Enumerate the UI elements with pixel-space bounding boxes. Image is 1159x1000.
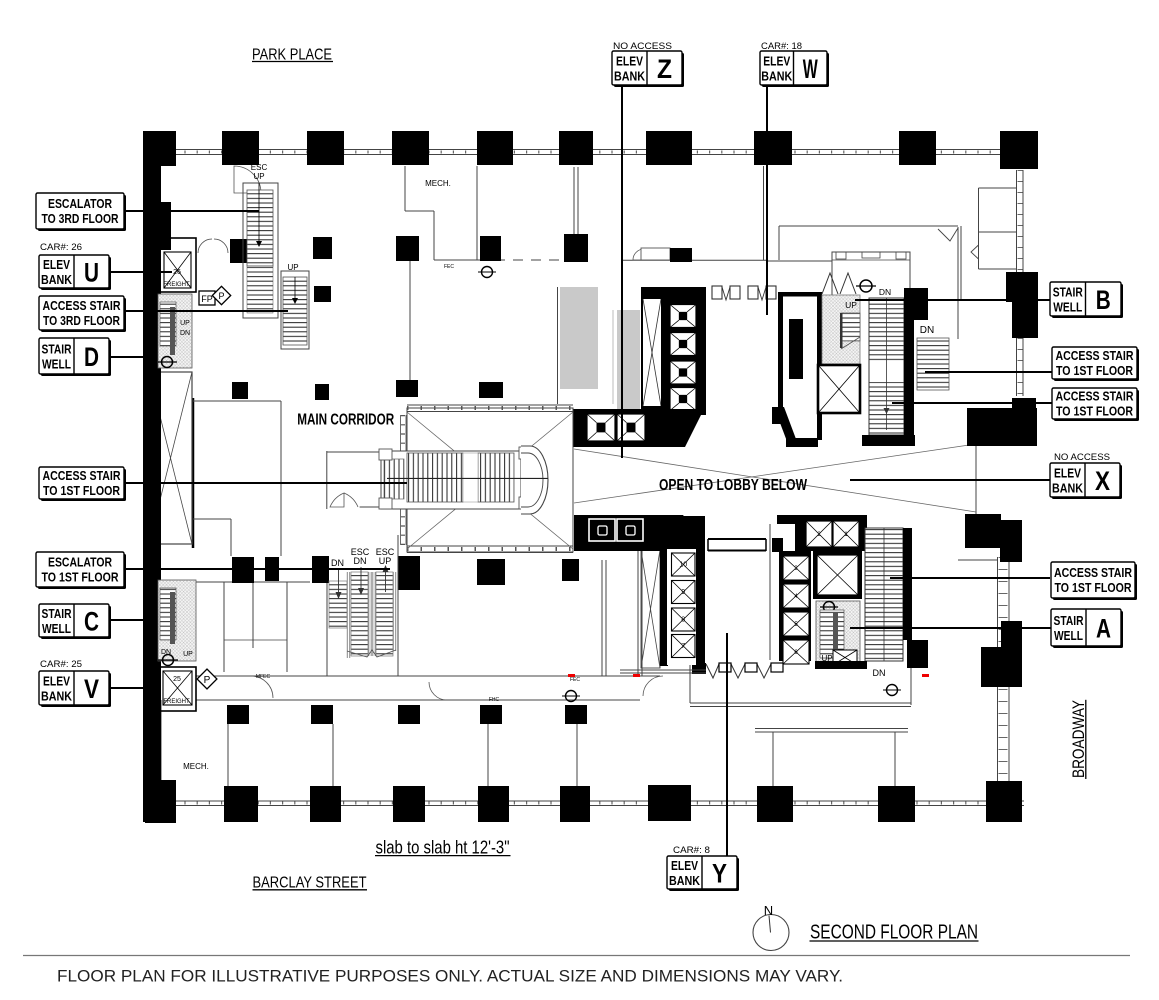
svg-text:P: P	[218, 291, 224, 301]
svg-text:CAR#: 26: CAR#: 26	[40, 242, 82, 253]
svg-text:8: 8	[681, 617, 685, 624]
svg-text:TO 3RD FLOOR: TO 3RD FLOOR	[42, 211, 119, 226]
svg-text:D: D	[84, 342, 99, 372]
svg-text:ACCESS STAIR: ACCESS STAIR	[1056, 389, 1134, 404]
svg-text:WELL: WELL	[1054, 628, 1083, 643]
svg-text:Z: Z	[657, 54, 672, 84]
svg-text:UP: UP	[287, 263, 298, 272]
svg-text:A: A	[1096, 614, 1111, 644]
svg-text:6: 6	[794, 650, 798, 656]
svg-text:26: 26	[173, 269, 181, 276]
svg-text:slab to slab ht 12'-3": slab to slab ht 12'-3"	[376, 838, 510, 858]
svg-text:UP: UP	[821, 654, 832, 663]
svg-text:10: 10	[679, 562, 687, 569]
svg-text:Y: Y	[712, 859, 727, 889]
svg-text:STAIR: STAIR	[1053, 285, 1083, 300]
svg-text:25: 25	[173, 676, 181, 683]
svg-text:UP: UP	[379, 556, 392, 566]
svg-text:BANK: BANK	[41, 689, 72, 704]
svg-text:BROADWAY: BROADWAY	[1069, 700, 1088, 778]
svg-text:4: 4	[794, 594, 798, 600]
svg-text:FLOOR PLAN FOR ILLUSTRATIVE PU: FLOOR PLAN FOR ILLUSTRATIVE PURPOSES ONL…	[57, 967, 843, 986]
svg-text:TO 1ST FLOOR: TO 1ST FLOOR	[43, 483, 120, 498]
svg-text:ACCESS STAIR: ACCESS STAIR	[1054, 565, 1132, 580]
svg-text:ELEV: ELEV	[1054, 466, 1081, 481]
svg-text:UP: UP	[183, 651, 193, 658]
svg-text:BANK: BANK	[761, 69, 792, 84]
svg-text:DN: DN	[354, 556, 367, 566]
svg-text:B: B	[1096, 285, 1111, 315]
svg-text:TO 1ST FLOOR: TO 1ST FLOOR	[1056, 404, 1133, 419]
svg-text:FEC: FEC	[444, 264, 454, 270]
svg-text:2: 2	[817, 532, 821, 538]
svg-text:WELL: WELL	[1053, 300, 1082, 315]
svg-text:ESCALATOR: ESCALATOR	[48, 555, 112, 570]
svg-text:FEC: FEC	[570, 677, 580, 683]
svg-text:TO 3RD FLOOR: TO 3RD FLOOR	[43, 313, 120, 328]
svg-text:UP: UP	[180, 320, 190, 327]
svg-text:FP: FP	[201, 294, 213, 304]
svg-text:BANK: BANK	[1052, 481, 1083, 496]
svg-text:PARK PLACE: PARK PLACE	[252, 47, 332, 64]
svg-text:STAIR: STAIR	[42, 606, 72, 621]
svg-text:ACCESS STAIR: ACCESS STAIR	[43, 298, 121, 313]
svg-text:ELEV: ELEV	[671, 858, 698, 873]
svg-text:BANK: BANK	[614, 69, 645, 84]
svg-text:TO 1ST FLOOR: TO 1ST FLOOR	[42, 570, 119, 585]
svg-text:WELL: WELL	[42, 621, 71, 636]
svg-text:FHC: FHC	[489, 697, 500, 703]
svg-text:3: 3	[794, 566, 798, 572]
svg-text:W: W	[803, 54, 818, 84]
svg-text:ELEV: ELEV	[616, 54, 643, 69]
svg-text:OPEN TO LOBBY BELOW: OPEN TO LOBBY BELOW	[659, 477, 807, 494]
svg-text:7: 7	[681, 643, 685, 650]
svg-text:MECH.: MECH.	[183, 762, 209, 771]
svg-text:ESCALATOR: ESCALATOR	[48, 196, 112, 211]
svg-text:DN: DN	[331, 558, 344, 568]
svg-text:TO 1ST FLOOR: TO 1ST FLOOR	[1055, 580, 1132, 595]
svg-text:CAR#: 8: CAR#: 8	[673, 845, 710, 856]
svg-text:STAIR: STAIR	[1054, 613, 1084, 628]
svg-text:WELL: WELL	[42, 357, 71, 372]
svg-text:ACCESS STAIR: ACCESS STAIR	[43, 468, 121, 483]
svg-text:NO ACCESS: NO ACCESS	[613, 41, 672, 52]
svg-text:ELEV: ELEV	[43, 257, 70, 272]
svg-text:V: V	[84, 674, 99, 704]
svg-text:ESC: ESC	[351, 547, 370, 557]
svg-text:ESC: ESC	[251, 163, 268, 172]
svg-text:MAIN CORRIDOR: MAIN CORRIDOR	[297, 412, 394, 429]
svg-text:BANK: BANK	[669, 873, 700, 888]
svg-text:UP: UP	[253, 172, 264, 181]
svg-text:SECOND FLOOR PLAN: SECOND FLOOR PLAN	[810, 922, 978, 944]
svg-text:9: 9	[681, 589, 685, 596]
svg-text:BANK: BANK	[41, 272, 72, 287]
svg-text:FREIGHT.: FREIGHT.	[163, 282, 191, 288]
svg-text:ACCESS STAIR: ACCESS STAIR	[1056, 348, 1134, 363]
svg-text:X: X	[1095, 466, 1110, 496]
svg-text:DN: DN	[180, 330, 190, 337]
svg-text:ELEV: ELEV	[43, 674, 70, 689]
svg-text:1: 1	[844, 532, 848, 538]
svg-text:FREIGHT.: FREIGHT.	[163, 699, 191, 705]
svg-text:TO 1ST FLOOR: TO 1ST FLOOR	[1056, 363, 1133, 378]
svg-text:P: P	[204, 675, 211, 686]
svg-text:DN: DN	[920, 325, 934, 336]
svg-text:DN: DN	[873, 668, 886, 678]
svg-text:STAIR: STAIR	[42, 342, 72, 357]
svg-text:MFEC: MFEC	[256, 674, 271, 680]
svg-text:5: 5	[794, 622, 798, 628]
svg-text:N: N	[764, 903, 773, 918]
svg-text:ELEV: ELEV	[763, 54, 790, 69]
svg-text:CAR#: 25: CAR#: 25	[40, 659, 82, 670]
svg-text:BARCLAY STREET: BARCLAY STREET	[253, 875, 367, 892]
svg-text:DN: DN	[161, 649, 171, 656]
svg-text:C: C	[84, 607, 99, 637]
svg-text:MECH.: MECH.	[425, 179, 451, 188]
svg-text:NO ACCESS: NO ACCESS	[1054, 452, 1110, 463]
svg-text:UP: UP	[845, 300, 857, 310]
svg-text:U: U	[84, 258, 99, 288]
svg-text:DN: DN	[879, 287, 891, 297]
svg-text:ESC: ESC	[376, 547, 395, 557]
svg-text:CAR#: 18: CAR#: 18	[761, 41, 802, 52]
